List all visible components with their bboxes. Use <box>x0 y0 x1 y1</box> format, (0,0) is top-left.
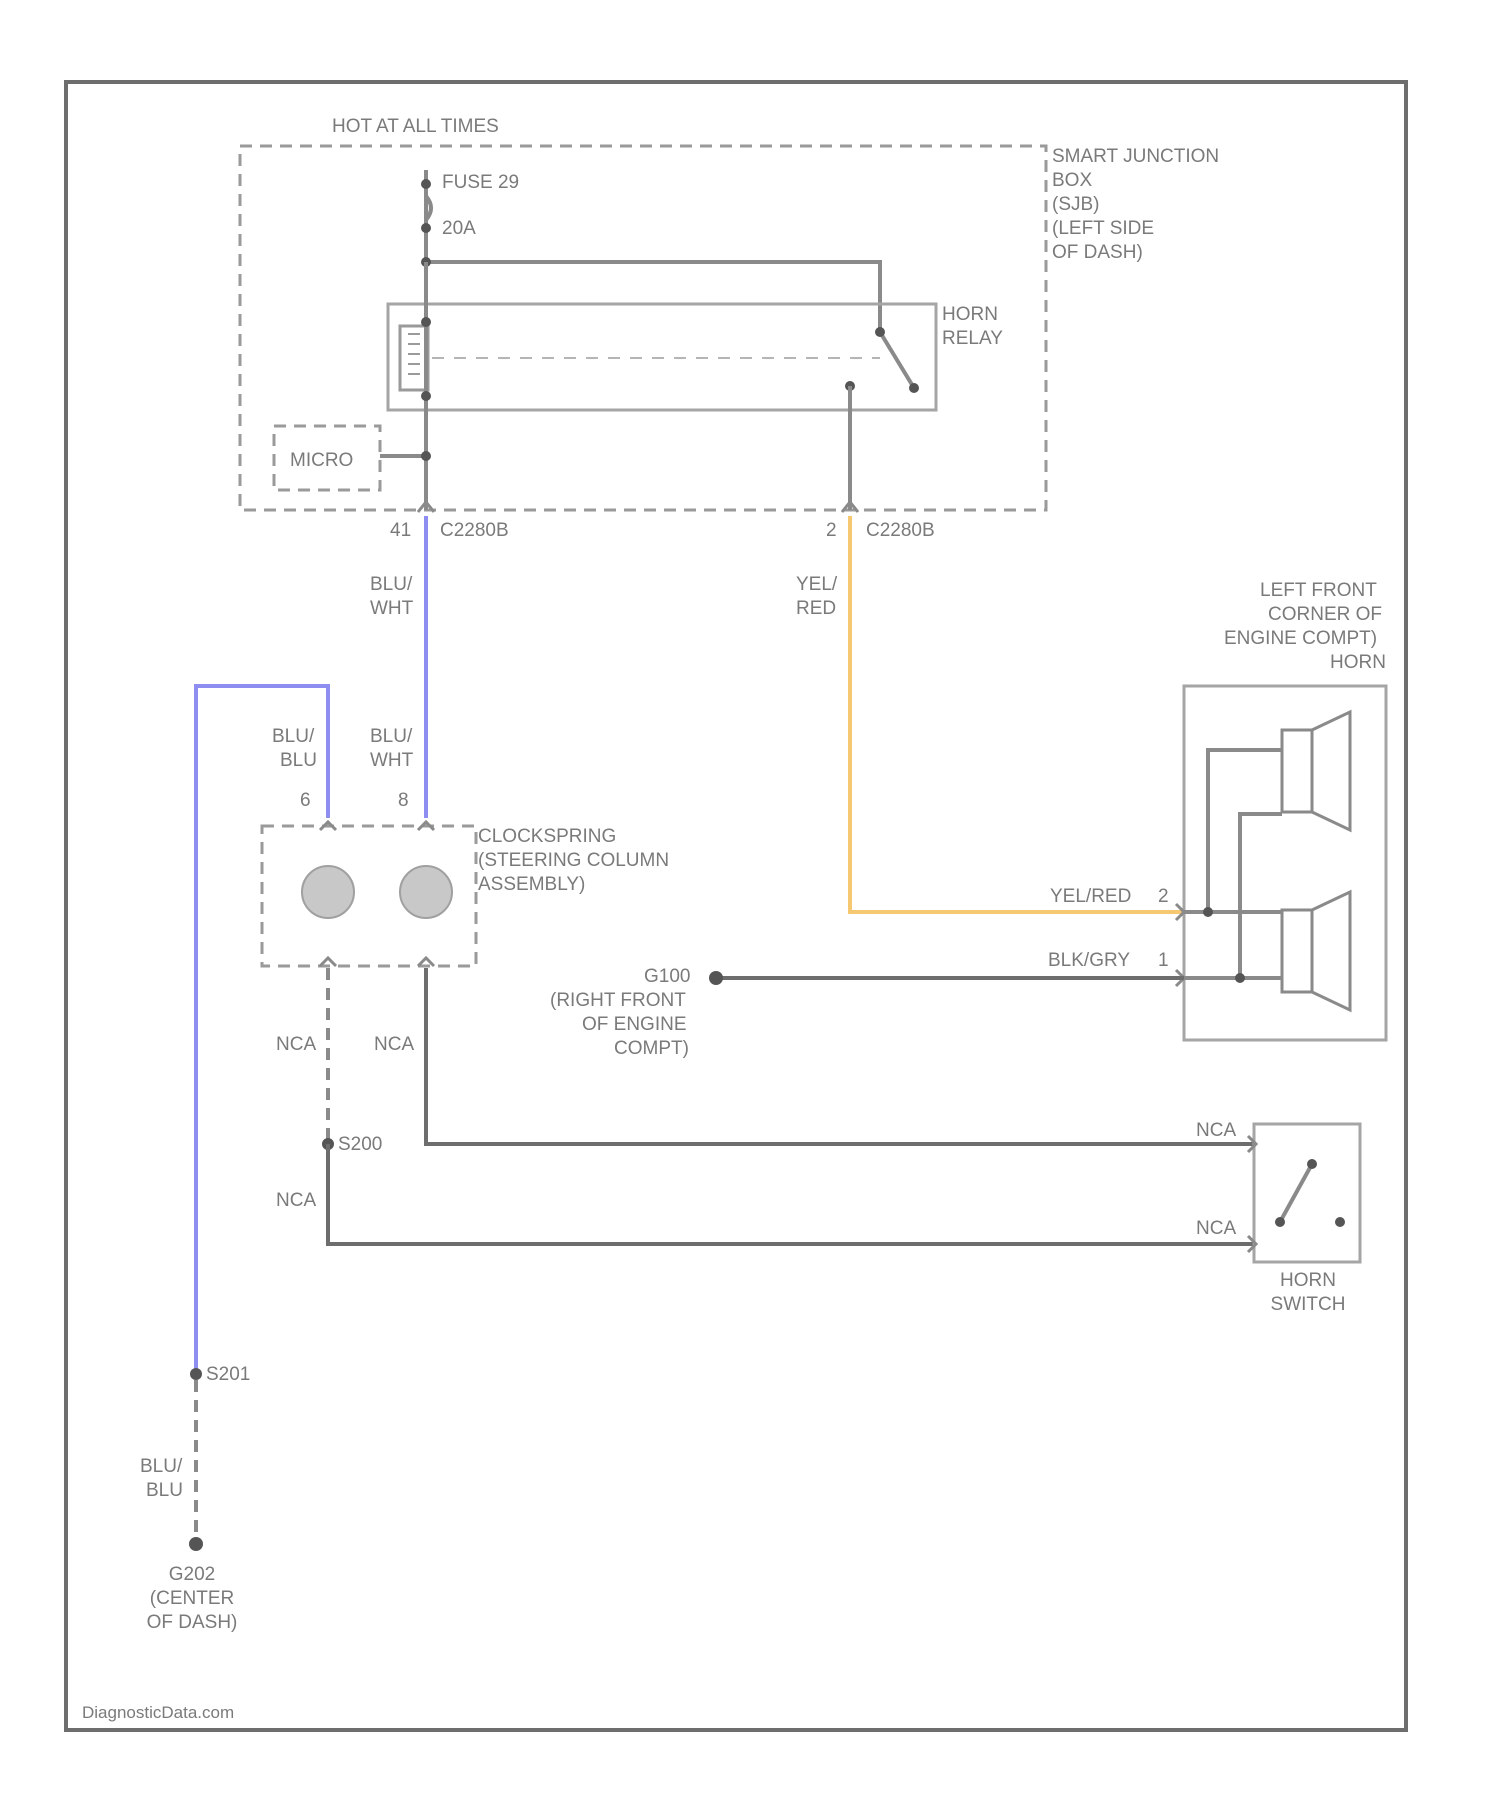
svg-text:ENGINE COMPT): ENGINE COMPT) <box>1224 628 1377 649</box>
micro-module: MICRO <box>274 426 431 490</box>
svg-text:S200: S200 <box>338 1134 382 1155</box>
horn-wire-top-label: YEL/RED <box>1050 886 1131 907</box>
svg-text:WHT: WHT <box>370 598 414 619</box>
horn-location-label: LEFT FRONT CORNER OF ENGINE COMPT) HORN <box>1224 580 1386 673</box>
svg-text:BLU: BLU <box>146 1480 183 1501</box>
svg-text:BOX: BOX <box>1052 170 1092 191</box>
svg-text:BLU/: BLU/ <box>272 726 315 747</box>
svg-text:20A: 20A <box>442 218 476 239</box>
svg-text:BLU/: BLU/ <box>370 574 413 595</box>
svg-text:COMPT): COMPT) <box>614 1038 689 1059</box>
nca-label-2: NCA <box>374 1034 414 1055</box>
svg-text:(SJB): (SJB) <box>1052 194 1100 215</box>
wire-nca-switch-bottom <box>328 1144 1254 1244</box>
smart-junction-box-label: SMART JUNCTION BOX (SJB) (LEFT SIDE OF D… <box>1052 146 1219 263</box>
svg-text:HORN: HORN <box>1330 652 1386 673</box>
svg-text:G100: G100 <box>644 966 690 987</box>
wire-blu-blu-bottom-label: BLU/ BLU <box>140 1456 183 1501</box>
svg-text:HORN: HORN <box>942 304 998 325</box>
svg-text:OF DASH): OF DASH) <box>1052 242 1143 263</box>
wire-blu-blu-left-label: BLU/ BLU <box>272 726 317 771</box>
ground-g100: G100 (RIGHT FRONT OF ENGINE COMPT) <box>550 966 723 1059</box>
clockspring: CLOCKSPRING (STEERING COLUMN ASSEMBLY) <box>262 822 669 966</box>
svg-text:ASSEMBLY): ASSEMBLY) <box>478 874 585 895</box>
svg-text:BLU: BLU <box>280 750 317 771</box>
svg-text:(RIGHT FRONT: (RIGHT FRONT <box>550 990 686 1011</box>
svg-text:S201: S201 <box>206 1364 250 1385</box>
wire-blu-blu <box>196 686 328 1370</box>
svg-text:LEFT FRONT: LEFT FRONT <box>1260 580 1377 601</box>
svg-text:OF DASH): OF DASH) <box>147 1612 238 1633</box>
ground-g202: G202 (CENTER OF DASH) <box>147 1537 238 1633</box>
svg-text:G202: G202 <box>169 1564 215 1585</box>
svg-text:BLU/: BLU/ <box>370 726 413 747</box>
connector-c2280b-left: 41 C2280B <box>390 502 509 541</box>
svg-text:RELAY: RELAY <box>942 328 1003 349</box>
svg-text:CORNER OF: CORNER OF <box>1268 604 1382 625</box>
svg-text:RED: RED <box>796 598 836 619</box>
horn-switch: HORN SWITCH <box>1248 1124 1360 1315</box>
wire-blu-wht-left-label: BLU/ WHT <box>370 726 414 771</box>
nca-label-3: NCA <box>276 1190 316 1211</box>
diagram-frame <box>66 82 1406 1730</box>
wire-yel-red <box>850 516 1184 912</box>
nca-label-1: NCA <box>276 1034 316 1055</box>
svg-text:BLU/: BLU/ <box>140 1456 183 1477</box>
svg-text:YEL/: YEL/ <box>796 574 838 595</box>
wire-blu-wht-upper-label: BLU/ WHT <box>370 574 414 619</box>
nca-switch-top-label: NCA <box>1196 1120 1236 1141</box>
connector-c2280b-right: 2 C2280B <box>826 502 935 541</box>
splice-s200: S200 <box>322 1134 382 1155</box>
svg-text:SWITCH: SWITCH <box>1271 1294 1346 1315</box>
horn-pin-top-label: 2 <box>1158 886 1169 907</box>
horn-assembly <box>1176 686 1386 1040</box>
hot-at-all-times-label: HOT AT ALL TIMES <box>332 116 499 137</box>
svg-text:SMART JUNCTION: SMART JUNCTION <box>1052 146 1219 167</box>
watermark: DiagnosticData.com <box>82 1703 234 1722</box>
svg-text:MICRO: MICRO <box>290 450 353 471</box>
horn-wire-bottom-label: BLK/GRY <box>1048 950 1130 971</box>
svg-text:41: 41 <box>390 520 411 541</box>
svg-text:C2280B: C2280B <box>866 520 935 541</box>
svg-text:(LEFT SIDE: (LEFT SIDE <box>1052 218 1154 239</box>
wire-yel-red-upper-label: YEL/ RED <box>796 574 838 619</box>
svg-text:(CENTER: (CENTER <box>150 1588 234 1609</box>
pin-8-label: 8 <box>398 790 409 811</box>
nca-switch-bottom-label: NCA <box>1196 1218 1236 1239</box>
smart-junction-box-outline <box>240 146 1046 510</box>
horn-relay: HORN RELAY <box>388 304 1003 410</box>
horn-pin-bottom-label: 1 <box>1158 950 1169 971</box>
splice-s201: S201 <box>190 1364 250 1385</box>
svg-text:C2280B: C2280B <box>440 520 509 541</box>
svg-text:HORN: HORN <box>1280 1270 1336 1291</box>
pin-6-label: 6 <box>300 790 311 811</box>
svg-text:FUSE 29: FUSE 29 <box>442 172 519 193</box>
svg-text:(STEERING COLUMN: (STEERING COLUMN <box>478 850 669 871</box>
fuse-29: FUSE 29 20A <box>421 170 519 262</box>
svg-text:OF ENGINE: OF ENGINE <box>582 1014 687 1035</box>
svg-text:CLOCKSPRING: CLOCKSPRING <box>478 826 616 847</box>
svg-text:WHT: WHT <box>370 750 414 771</box>
svg-text:2: 2 <box>826 520 837 541</box>
